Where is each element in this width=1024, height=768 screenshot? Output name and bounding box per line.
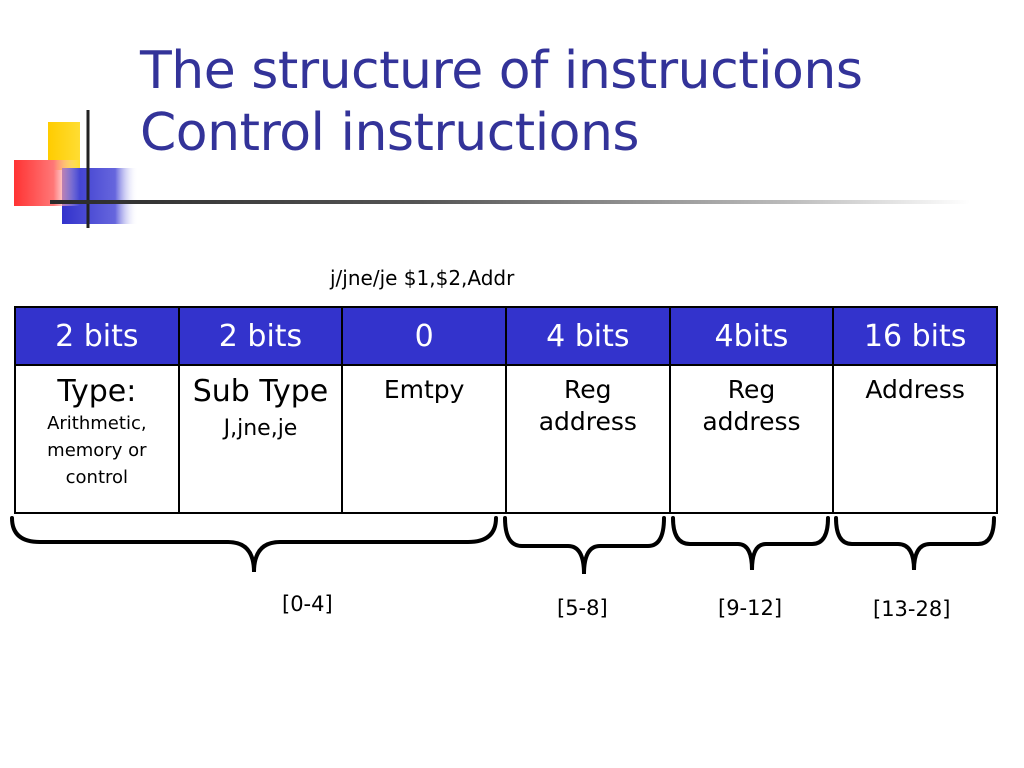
title-line-2: Control instructions [140, 103, 640, 163]
range-label: [5-8] [557, 596, 608, 620]
header-cell: 16 bits [832, 306, 998, 366]
title-line-1: The structure of instructions [140, 41, 863, 101]
reg2-label: Reg address [702, 375, 801, 436]
brace-13-28 [834, 516, 996, 571]
range-label: [0-4] [282, 592, 333, 616]
header-cell: 4 bits [504, 306, 671, 366]
slide-title: The structure of instructions Control in… [140, 40, 863, 164]
subtype-detail: J,jne,je [223, 416, 298, 441]
brace-5-8 [503, 516, 666, 575]
range-label: [9-12] [718, 596, 783, 620]
address-field-cell: Address [832, 364, 998, 514]
header-cell: 4bits [668, 306, 835, 366]
subtype-label: Sub Type [192, 374, 329, 409]
type-label: Type: [57, 374, 137, 409]
reg2-field-cell: Reg address [668, 364, 835, 514]
range-label: [13-28] [873, 597, 951, 621]
type-detail: Arithmetic, memory or control [47, 413, 147, 488]
reg1-field-cell: Reg address [504, 364, 671, 514]
header-cell: 2 bits [14, 306, 180, 366]
header-cell: 2 bits [177, 306, 344, 366]
brace-9-12 [671, 516, 830, 571]
type-field-cell: Type: Arithmetic, memory or control [14, 364, 180, 514]
reg1-label: Reg address [538, 375, 637, 436]
empty-field-cell: Emtpy [341, 364, 507, 514]
brace-0-4 [10, 516, 498, 573]
header-cell: 0 [341, 306, 507, 366]
title-divider [50, 200, 970, 204]
field-description-row: Type: Arithmetic, memory or control Sub … [14, 364, 998, 514]
instruction-format-table: 2 bits 2 bits 0 4 bits 4bits 16 bits Typ… [14, 306, 998, 514]
bit-width-row: 2 bits 2 bits 0 4 bits 4bits 16 bits [14, 306, 998, 366]
bit-range-braces [10, 516, 996, 575]
instruction-syntax: j/jne/je $1,$2,Addr [330, 266, 515, 290]
subtype-field-cell: Sub Type J,jne,je [177, 364, 344, 514]
slide-logo [14, 110, 138, 228]
